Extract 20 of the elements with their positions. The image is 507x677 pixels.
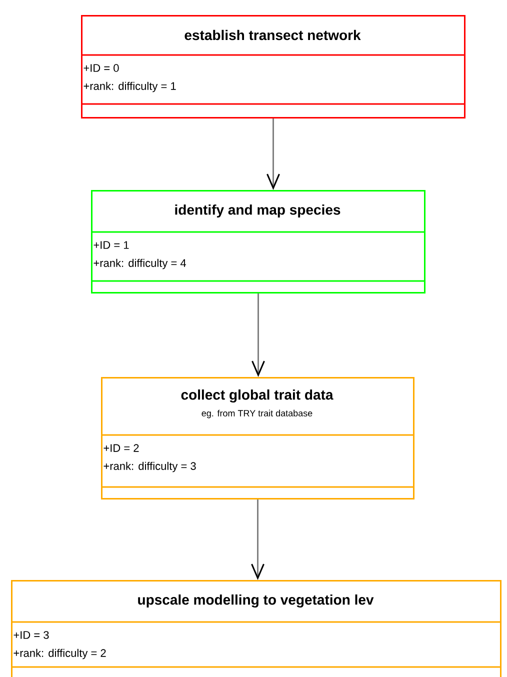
class-box: [91, 190, 426, 294]
class-title: establish transect network: [184, 30, 361, 40]
attribute-text: +rank: difficulty = 1: [84, 82, 176, 92]
class-box: [11, 580, 502, 677]
attribute-text: +rank: difficulty = 2: [14, 648, 106, 660]
class-title: identify and map species: [175, 204, 340, 218]
attribute-text: +ID = 1: [94, 241, 129, 249]
class-title: upscale modelling to vegetation lev: [138, 594, 374, 608]
attribute-text: +rank: difficulty = 4: [94, 258, 186, 270]
class-subtitle: eg. from TRY trait database: [202, 410, 312, 418]
attribute-text: +rank: difficulty = 3: [104, 462, 196, 472]
class-title: collect global trait data: [181, 389, 334, 403]
arrow: [252, 294, 265, 377]
arrow: [251, 500, 264, 580]
class-box: [81, 15, 466, 118]
class-box: [101, 377, 414, 500]
attribute-text: +ID = 0: [84, 64, 119, 72]
attribute-text: +ID = 2: [104, 444, 139, 452]
arrow: [266, 118, 280, 190]
attribute-text: +ID = 3: [14, 631, 49, 639]
